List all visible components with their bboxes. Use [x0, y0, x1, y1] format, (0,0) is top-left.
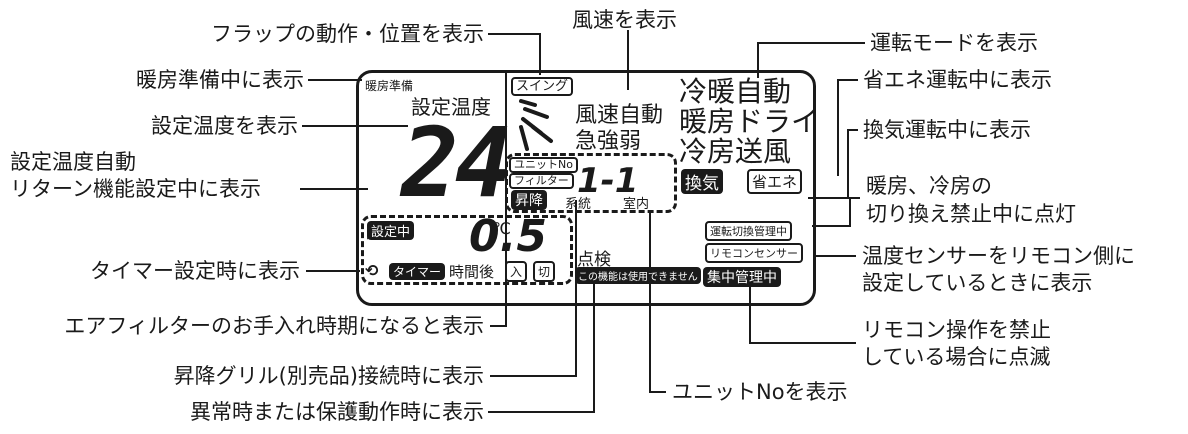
timer-cycle-icon: ⟲ — [365, 261, 379, 280]
leader-error — [488, 270, 595, 413]
label-timer: タイマー設定時に表示 — [90, 259, 300, 283]
label-sensor-1: 温度センサーをリモコン側に — [862, 244, 1135, 268]
label-lock-2: している場合に点滅 — [862, 345, 1051, 369]
leader-eco — [837, 79, 858, 176]
leader-switch-ban — [812, 197, 860, 227]
label-switch-ban-2: 切り換え禁止中に点灯 — [866, 202, 1076, 226]
lcd-unit-no-label: ユニットNo — [509, 157, 578, 173]
label-auto-return-2: リターン機能設定中に表示 — [10, 177, 261, 201]
lcd-off-box: 切 — [533, 261, 556, 282]
lcd-setting-badge: 設定中 — [367, 221, 415, 240]
lcd-filter-badge: フィルター — [509, 173, 574, 189]
lcd-grille-badge: 昇降 — [511, 190, 547, 210]
label-flap: フラップの動作・位置を表示 — [211, 22, 484, 46]
leader-lock — [749, 282, 856, 344]
lcd-eco-badge: 省エネ — [747, 169, 803, 194]
label-switch-ban-1: 暖房、冷房の — [866, 174, 992, 198]
lcd-unit-digits: 1-1 — [577, 161, 639, 201]
label-error: 異常時または保護動作時に表示 — [190, 400, 484, 424]
label-fanspeed: 風速を表示 — [572, 8, 677, 32]
lcd-mode-row2: 暖房ドライ — [679, 105, 820, 138]
lcd-mode-row3: 冷房送風 — [679, 135, 792, 168]
lcd-swing-box: スイング — [511, 77, 574, 96]
label-unit-no: ユニットNoを表示 — [672, 380, 848, 404]
label-auto-return-1: 設定温度自動 — [10, 150, 136, 174]
flap-icon — [519, 99, 553, 151]
timer-area — [361, 215, 573, 285]
lcd-fan-row1: 風速自動 — [575, 103, 664, 128]
label-set-temp: 設定温度を表示 — [151, 114, 298, 138]
lcd-hours-after: 時間後 — [449, 263, 495, 281]
leader-grille — [490, 200, 577, 377]
lcd-timer-value: 0.5 — [469, 211, 547, 262]
lcd-heat-prep: 暖房準備 — [365, 79, 414, 93]
lcd-central-badge: 集中管理中 — [703, 267, 781, 287]
lcd-indoor: 室内 — [623, 197, 650, 212]
lcd-vent-badge: 換気 — [681, 169, 723, 194]
lcd-fan-row2: 急強弱 — [575, 129, 642, 154]
label-mode: 運転モードを表示 — [870, 31, 1038, 55]
lcd-switch-ban-box: 運転切換管理中 — [705, 221, 792, 241]
lcd-on-box: 入 — [505, 261, 528, 282]
leader-mode — [757, 42, 865, 78]
lcd-system: 系統 — [565, 197, 592, 212]
lcd-mode-row1: 冷暖自動 — [679, 75, 792, 108]
label-filter: エアフィルターのお手入れ時期になると表示 — [64, 314, 484, 338]
label-grille: 昇降グリル(別売品)接続時に表示 — [173, 364, 484, 388]
unit-no-area — [505, 153, 677, 213]
lcd-timer-badge: タイマー — [389, 263, 446, 280]
label-vent: 換気運転中に表示 — [863, 118, 1031, 142]
lcd-not-available: この機能は使用できません — [575, 267, 701, 284]
leader-flap — [488, 33, 541, 75]
lcd-temperature: 24 — [401, 107, 513, 219]
lcd-celsius: ℃ — [493, 219, 511, 238]
label-lock-1: リモコン操作を禁止 — [862, 318, 1051, 342]
lcd-inspection: 点検 — [577, 250, 611, 270]
lcd-sensor-box: リモコンセンサー — [705, 243, 803, 263]
label-heat-prep: 暖房準備中に表示 — [136, 68, 304, 92]
label-eco: 省エネ運転中に表示 — [863, 68, 1052, 92]
label-sensor-2: 設定しているときに表示 — [862, 271, 1093, 295]
lcd-panel: 暖房準備 設定温度 24 ℃ 自動 スイング 風速自動 急強弱 冷暖自動 暖房ド… — [356, 70, 820, 306]
lcd-set-temp-label: 設定温度 — [411, 95, 491, 119]
leader-vent — [808, 129, 858, 199]
